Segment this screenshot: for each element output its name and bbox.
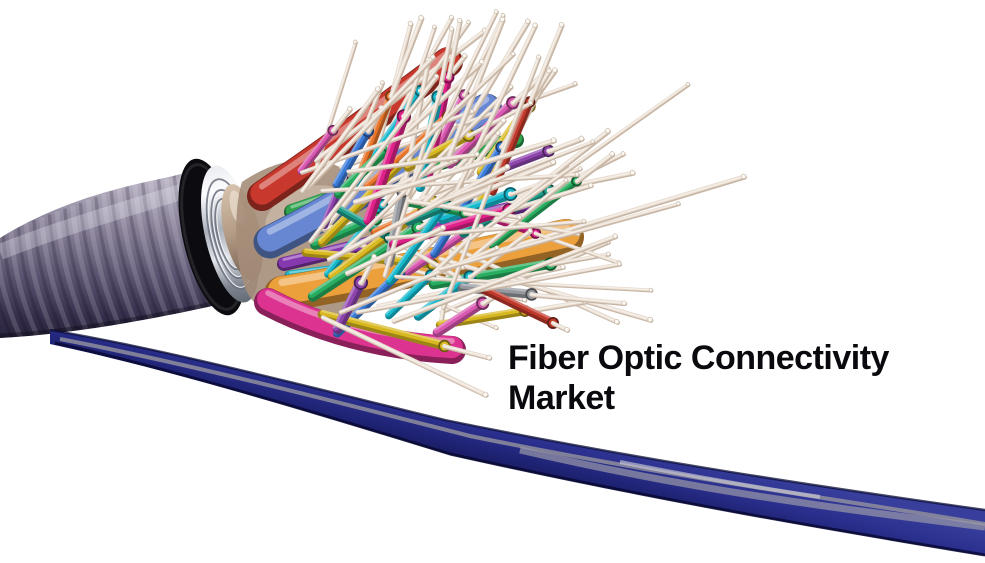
- armored-cable: [0, 168, 230, 338]
- bare-fibers-front: [299, 9, 691, 398]
- drop-cable: [49, 328, 985, 557]
- armor-corrugation: [0, 168, 230, 338]
- title-line-1: Fiber Optic Connectivity: [508, 339, 889, 377]
- page-title: Fiber Optic Connectivity Market: [508, 338, 889, 418]
- title-line-2: Market: [508, 379, 615, 417]
